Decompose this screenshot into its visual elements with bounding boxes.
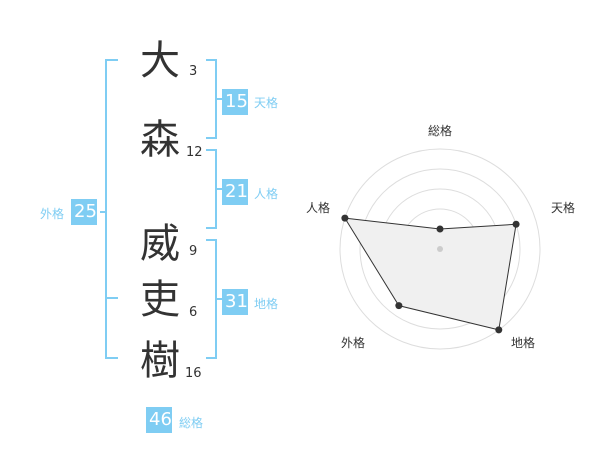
chikaku-value: 31 bbox=[222, 289, 248, 315]
tenkaku-value: 15 bbox=[222, 89, 248, 115]
jinkaku-label: 人格 bbox=[254, 187, 279, 201]
radar-point-1 bbox=[436, 225, 444, 233]
stroke-count-5: 16 bbox=[185, 366, 202, 381]
radar-label-jinkaku: 人格 bbox=[306, 201, 331, 215]
name-char-3: 威 bbox=[140, 221, 180, 267]
radar-label-chikaku: 地格 bbox=[511, 336, 536, 350]
name-char-5: 樹 bbox=[140, 338, 180, 384]
gaikaku-value: 25 bbox=[71, 199, 97, 225]
radar-point-5 bbox=[341, 214, 349, 222]
stroke-count-2: 12 bbox=[186, 145, 203, 160]
jinkaku-value: 21 bbox=[222, 179, 248, 205]
radar-label-soukaku: 総格 bbox=[428, 124, 453, 138]
name-char-4: 吏 bbox=[140, 277, 180, 323]
stroke-count-3: 9 bbox=[189, 244, 198, 259]
radar-polygon bbox=[343, 217, 517, 331]
radar-point-4 bbox=[395, 302, 403, 310]
radar-label-tenkaku: 天格 bbox=[551, 201, 576, 215]
stroke-count-4: 6 bbox=[189, 305, 198, 320]
chikaku-label: 地格 bbox=[254, 297, 279, 311]
radar-ring-5 bbox=[339, 148, 541, 350]
gaikaku-label: 外格 bbox=[40, 207, 65, 221]
radar-ring-4 bbox=[359, 168, 521, 330]
soukaku-value: 46 bbox=[146, 407, 172, 433]
stroke-count-1: 3 bbox=[189, 64, 198, 79]
radar-center-dot bbox=[437, 246, 443, 252]
name-char-1: 大 bbox=[140, 38, 180, 84]
soukaku-label: 総格 bbox=[179, 416, 204, 430]
gaikaku-bracket bbox=[105, 59, 118, 359]
radar-label-gaikaku: 外格 bbox=[341, 336, 366, 350]
radar-point-2 bbox=[512, 220, 520, 228]
tenkaku-label: 天格 bbox=[254, 96, 279, 110]
radar-point-3 bbox=[495, 326, 503, 334]
name-char-2: 森 bbox=[140, 117, 180, 163]
